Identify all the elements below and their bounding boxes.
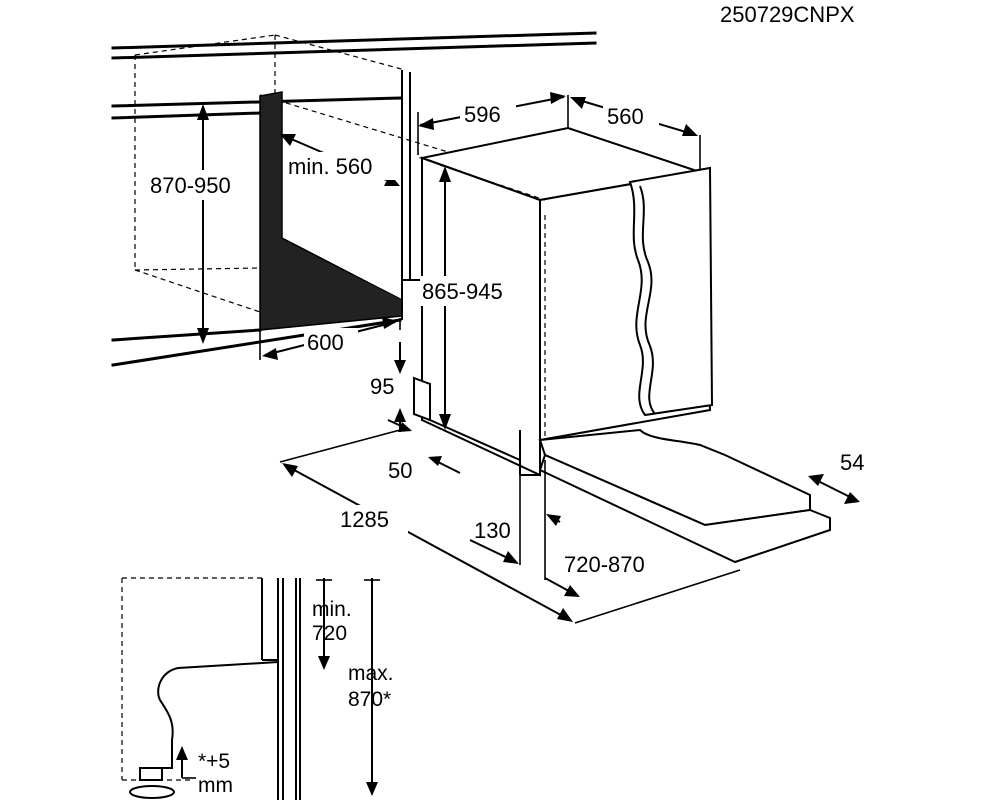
dimension-cabinet-height: 870-950 <box>148 104 258 344</box>
dimension-door-range: 720-870 <box>544 460 645 597</box>
dimension-appliance-height: 865-945 <box>420 166 532 430</box>
dimension-door-total: 1285 <box>279 429 741 624</box>
label-inset-foot-1: *+5 <box>198 750 230 773</box>
dimension-side-adjust: 54 <box>808 450 864 504</box>
dimension-niche-width: 600 <box>259 317 401 360</box>
label-inset-min-1: min. <box>312 598 352 621</box>
label-plinth-offset: 50 <box>388 458 412 483</box>
inset-detail: min. 720 max. 870* *+5 mm <box>121 577 394 800</box>
label-door-range: 720-870 <box>564 552 645 577</box>
dimension-plinth-height: 95 <box>370 342 406 432</box>
label-niche-width: 600 <box>307 330 344 355</box>
door-panel <box>538 166 831 564</box>
label-inset-max-1: max. <box>348 662 394 685</box>
label-appliance-depth: 560 <box>607 104 644 129</box>
label-appliance-height: 865-945 <box>422 279 503 304</box>
label-inset-max-2: 870* <box>348 688 391 711</box>
dimension-plinth-offset: 50 <box>387 419 461 483</box>
dimension-appliance-depth: 560 <box>570 97 701 170</box>
dimension-niche-depth: min. 560 <box>280 134 400 186</box>
dimension-gap-130: 130 <box>469 475 521 565</box>
product-code: 250729CNPX <box>720 2 855 27</box>
label-door-total: 1285 <box>340 507 389 532</box>
label-cabinet-height: 870-950 <box>150 173 231 198</box>
label-side-adjust: 54 <box>840 450 864 475</box>
label-inset-min-2: 720 <box>312 622 347 645</box>
dimension-appliance-width: 596 <box>417 92 569 155</box>
label-appliance-width: 596 <box>464 102 501 127</box>
label-gap-130: 130 <box>474 518 511 543</box>
cabinet-niche <box>111 31 597 367</box>
label-niche-depth: min. 560 <box>288 154 372 179</box>
label-plinth-height: 95 <box>370 374 394 399</box>
label-inset-foot-2: mm <box>198 774 233 797</box>
